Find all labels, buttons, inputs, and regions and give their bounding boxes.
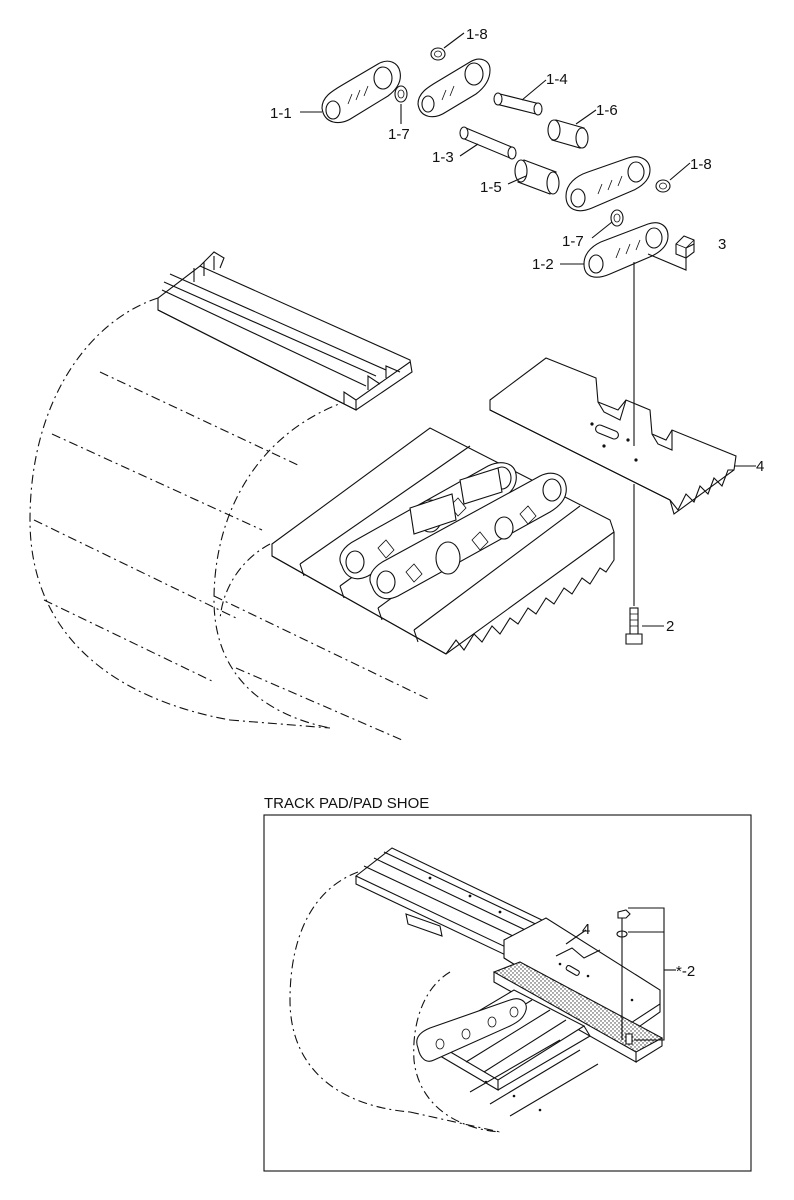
- nut-3: [675, 235, 695, 259]
- seal-1-8-right: [655, 179, 671, 193]
- seal-1-8-top: [430, 47, 446, 61]
- link-1-1: [321, 60, 401, 124]
- leader-lines: [300, 32, 756, 627]
- link-upper-right: [417, 58, 491, 118]
- seal-1-7-right: [610, 209, 624, 227]
- track-shoe-top-left: [157, 251, 413, 411]
- callout-3: 3: [718, 236, 726, 253]
- callout-1-1: 1-1: [270, 105, 292, 122]
- callout-1-8-top: 1-8: [466, 26, 488, 43]
- callout-2: 2: [666, 618, 674, 635]
- track-shoe-4: [489, 357, 737, 515]
- callout-1-7-left: 1-7: [388, 126, 410, 143]
- inset-frame: [263, 814, 752, 1172]
- callout-1-4: 1-4: [546, 71, 568, 88]
- track-loop-phantom: [29, 297, 431, 741]
- callout-1-3: 1-3: [432, 149, 454, 166]
- seal-1-7-left: [394, 85, 408, 103]
- pin-1-4: [493, 92, 543, 116]
- pin-1-3: [459, 126, 517, 160]
- inset-track: [289, 847, 664, 1133]
- link-right-mid: [565, 156, 651, 212]
- link-1-2: [583, 222, 669, 278]
- inset-callout-star-2: *-2: [676, 963, 695, 980]
- callout-1-2: 1-2: [532, 256, 554, 273]
- track-assembly: [271, 427, 615, 655]
- inset-title: TRACK PAD/PAD SHOE: [264, 795, 429, 812]
- inset-leaders: [565, 907, 676, 1041]
- bushing-1-5: [514, 159, 560, 195]
- callout-4: 4: [756, 458, 764, 475]
- callout-1-7-right: 1-7: [562, 233, 584, 250]
- callout-1-8-right: 1-8: [690, 156, 712, 173]
- bushing-1-6: [547, 119, 589, 149]
- inset-callout-4: 4: [582, 921, 590, 938]
- bolt-2: [625, 607, 643, 645]
- callout-1-5: 1-5: [480, 179, 502, 196]
- callout-1-6: 1-6: [596, 102, 618, 119]
